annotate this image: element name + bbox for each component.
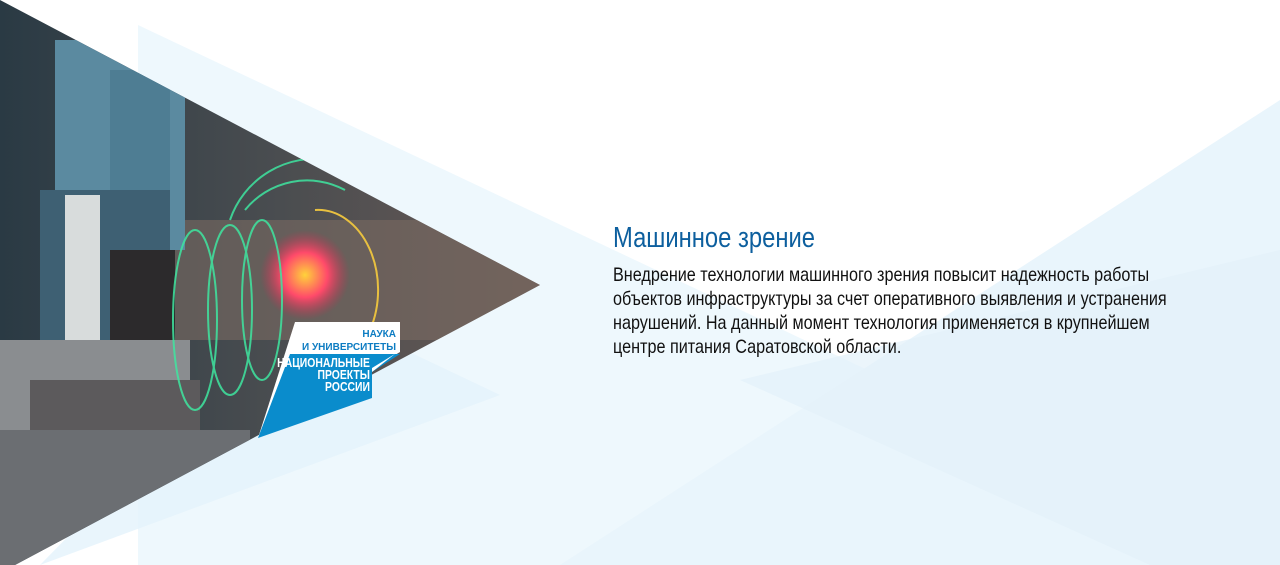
national-projects-logo: НАЦИОНАЛЬНЫЕ ПРОЕКТЫ РОССИИ bbox=[277, 355, 370, 394]
logo-subtitle: НАУКА И УНИВЕРСИТЕТЫ bbox=[302, 329, 396, 353]
section-title: Машинное зрение bbox=[613, 222, 815, 254]
machine-vision-photo bbox=[0, 0, 540, 565]
section-description: Внедрение технологии машинного зрения по… bbox=[613, 264, 1167, 358]
logo-blue-plate bbox=[258, 354, 400, 438]
